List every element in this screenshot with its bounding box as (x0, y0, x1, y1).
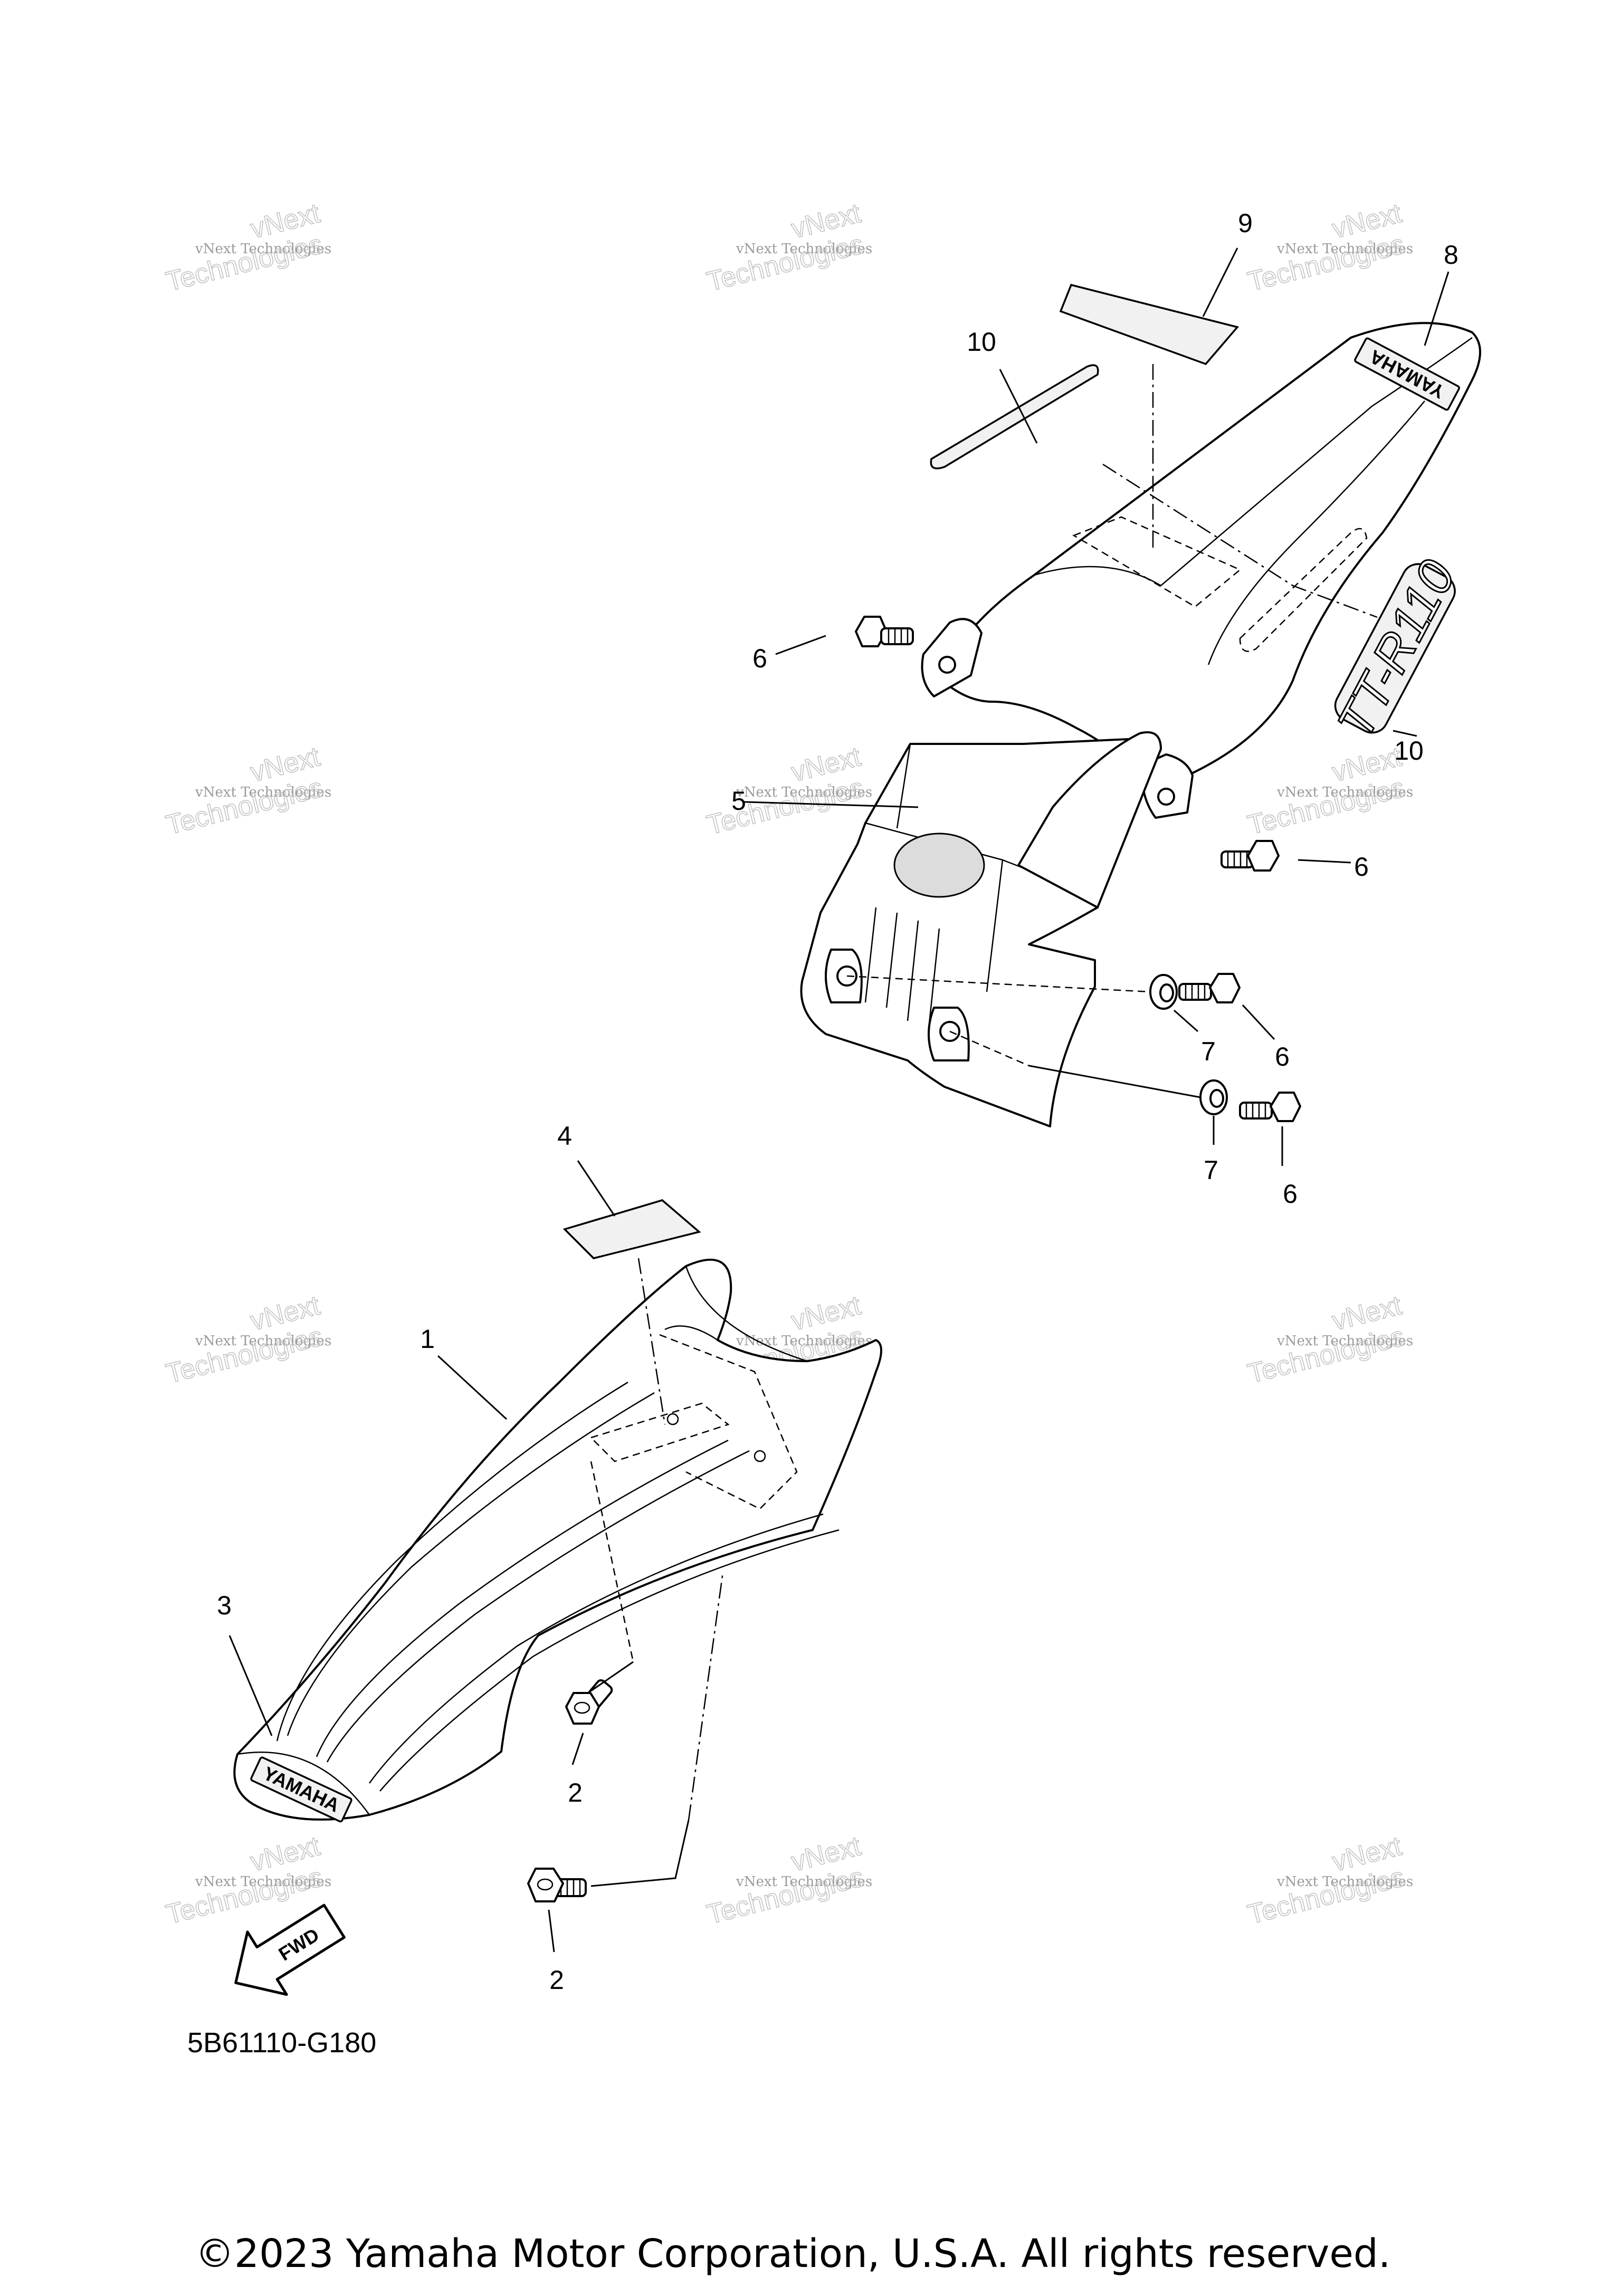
watermark: vNext Technologies vNext Technologies (703, 197, 872, 298)
decal-10-strip[interactable] (930, 364, 1099, 470)
callout-10-side: 10 (1394, 736, 1424, 766)
decal-4-position (589, 1402, 730, 1462)
callout-5: 5 (731, 786, 746, 816)
callout-7-lower: 7 (1204, 1155, 1218, 1185)
front-fender-stripe (287, 1392, 655, 1736)
svg-text:Technologies: Technologies (163, 1321, 326, 1390)
rear-fender-assembly: YAMAHA TT-R110 (800, 283, 1481, 1127)
svg-text:Technologies: Technologies (704, 229, 867, 298)
svg-text:vNext Technologies: vNext Technologies (195, 241, 331, 257)
mount-hole (754, 1450, 766, 1462)
svg-text:vNext Technologies: vNext Technologies (195, 1333, 331, 1349)
watermark: vNext Technologies vNext Technologies (163, 741, 331, 841)
collar-7-upper[interactable] (1149, 974, 1178, 1010)
svg-text:vNext Technologies: vNext Technologies (1276, 241, 1413, 257)
mount-hole-left (938, 656, 956, 674)
watermark: vNext Technologies vNext Technologies (1244, 1289, 1413, 1390)
front-fender-stripe (276, 1381, 628, 1742)
callout-6-upper: 6 (752, 644, 767, 673)
watermark: vNext Technologies vNext Technologies (1244, 741, 1413, 841)
bolt-2-lower[interactable] (527, 1868, 587, 1902)
front-fender-lip (664, 1266, 808, 1362)
callout-3: 3 (217, 1591, 232, 1620)
decal-9[interactable] (1059, 283, 1239, 366)
mount-hole (666, 1413, 679, 1426)
svg-text:Technologies: Technologies (163, 229, 326, 298)
callout-labels: 9 8 10 10 6 5 6 7 6 7 6 4 1 3 2 2 (217, 208, 1458, 1995)
mud-flap-fold (896, 743, 1004, 992)
bolt-2-upper[interactable] (565, 1679, 614, 1725)
front-fender-stripe (379, 1529, 840, 1792)
inner-mudguard (1017, 731, 1162, 908)
watermark: vNext Technologies vNext Technologies (163, 1289, 331, 1390)
callout-9: 9 (1238, 208, 1253, 238)
rear-fender-edge (1034, 337, 1473, 587)
callout-6-mid: 6 (1275, 1042, 1290, 1072)
bolt-6-lower[interactable] (1239, 1092, 1301, 1122)
front-fender-mount-area (659, 1334, 798, 1510)
svg-text:Technologies: Technologies (1245, 1862, 1408, 1930)
front-fender-stripe (368, 1513, 824, 1784)
callout-2-upper: 2 (568, 1778, 583, 1807)
svg-text:vNext Technologies: vNext Technologies (736, 785, 872, 800)
watermark: vNext Technologies vNext Technologies (703, 1830, 872, 1930)
diagram-code: 5B61110-G180 (187, 2027, 376, 2059)
fwd-arrow-icon: FWD (234, 1903, 346, 1996)
svg-text:vNext Technologies: vNext Technologies (1276, 1874, 1413, 1890)
bolt-6-right[interactable] (1220, 840, 1280, 872)
watermark: vNext Technologies vNext Technologies (1244, 197, 1413, 298)
callout-6-right: 6 (1354, 852, 1369, 882)
callout-10-top: 10 (967, 327, 996, 357)
callout-8: 8 (1444, 240, 1458, 270)
bolt-6-upper[interactable] (855, 616, 914, 647)
svg-text:vNext Technologies: vNext Technologies (736, 1874, 872, 1890)
rear-fender-crease (1207, 400, 1425, 665)
callout-leaders (228, 247, 1450, 1953)
decal-10-position (1239, 528, 1368, 652)
callout-7-upper: 7 (1201, 1037, 1216, 1066)
svg-text:Technologies: Technologies (163, 772, 326, 841)
svg-text:Technologies: Technologies (1245, 1321, 1408, 1390)
svg-text:Technologies: Technologies (1245, 229, 1408, 298)
decal-9-position (1072, 516, 1242, 608)
svg-text:TT-R110: TT-R110 (1327, 551, 1466, 747)
watermark: vNext Technologies vNext Technologies (703, 741, 872, 841)
front-fender-ridge (237, 1752, 370, 1815)
svg-text:vNext Technologies: vNext Technologies (1276, 785, 1413, 800)
mud-flap-oval (893, 833, 985, 898)
watermark: vNext Technologies vNext Technologies (1244, 1830, 1413, 1930)
front-fender-stripe (326, 1450, 750, 1763)
bolt-6-mid[interactable] (1178, 973, 1241, 1003)
copyright-notice: ©2023 Yamaha Motor Corporation, U.S.A. A… (195, 2231, 1390, 2276)
front-fender-1[interactable] (233, 1258, 882, 1821)
watermark: vNext Technologies vNext Technologies (163, 197, 331, 298)
callout-6-lower: 6 (1283, 1179, 1298, 1209)
decal-4[interactable] (562, 1199, 701, 1259)
callout-4: 4 (557, 1121, 572, 1151)
front-guide-lines (590, 1258, 724, 1887)
front-fender-stripe (316, 1439, 729, 1757)
svg-text:vNext Technologies: vNext Technologies (195, 785, 331, 800)
svg-text:vNext Technologies: vNext Technologies (736, 241, 872, 257)
callout-2-lower: 2 (549, 1965, 564, 1995)
mud-flap-ribs (864, 907, 940, 1029)
svg-text:vNext Technologies: vNext Technologies (1276, 1333, 1413, 1349)
front-fender-assembly: YAMAHA (233, 1199, 882, 1823)
svg-text:Technologies: Technologies (1245, 772, 1408, 841)
callout-1: 1 (420, 1324, 435, 1354)
svg-text:Technologies: Technologies (704, 1862, 867, 1930)
rear-guide-lines (846, 364, 1378, 1098)
svg-text:Technologies: Technologies (704, 772, 867, 841)
collar-7-lower[interactable] (1199, 1079, 1228, 1115)
rear-fender-body[interactable] (938, 322, 1481, 792)
svg-text:vNext Technologies: vNext Technologies (195, 1874, 331, 1890)
mount-hole-right (1157, 788, 1175, 806)
